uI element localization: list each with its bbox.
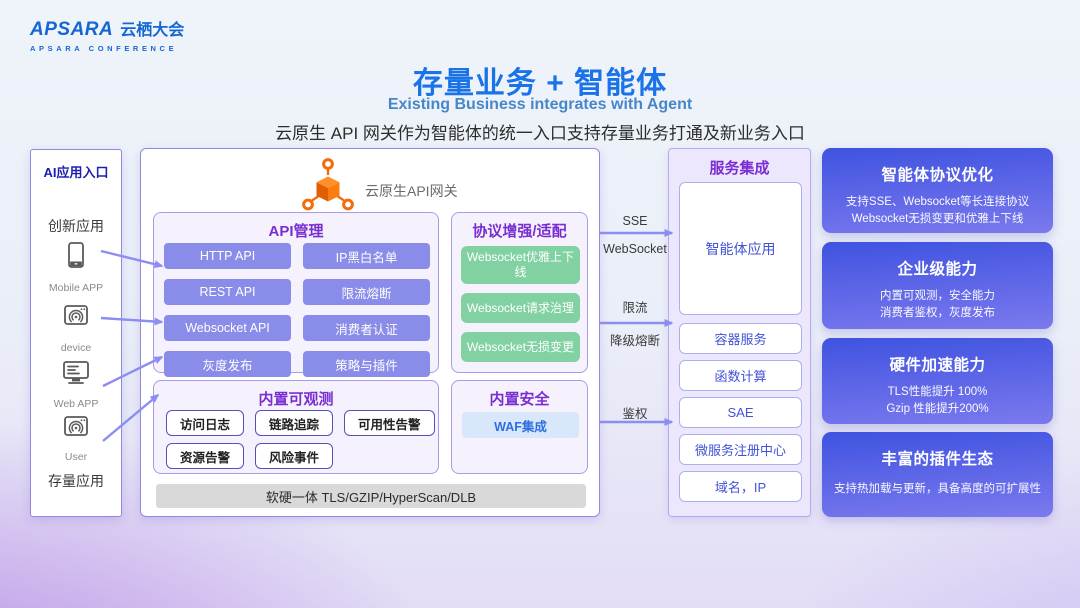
- service-integration-title: 服务集成: [709, 160, 770, 177]
- sidebar-title: AI应用入口: [43, 165, 109, 180]
- feature-card-enterprise: 企业级能力 内置可观测，安全能力 消费者鉴权，灰度发布: [822, 242, 1053, 329]
- flow-label-ratelimit: 限流: [622, 301, 648, 315]
- api-capability-chip: 策略与插件: [303, 351, 430, 377]
- service-card: SAE: [679, 397, 802, 428]
- user-device-icon: [62, 413, 90, 444]
- iot-device-icon: [62, 302, 90, 333]
- service-card: 域名，IP: [679, 471, 802, 502]
- feature-line: 内置可观测，安全能力: [880, 290, 995, 302]
- feature-card-hardware: 硬件加速能力 TLS性能提升 100% Gzip 性能提升200%: [822, 338, 1053, 424]
- mobile-phone-icon: [66, 241, 86, 274]
- sidebar-item-label: Mobile APP: [48, 282, 104, 294]
- feature-line: 消费者鉴权，灰度发布: [880, 307, 995, 319]
- api-management-title: API管理: [268, 223, 324, 240]
- observability-pill: 链路追踪: [255, 410, 334, 436]
- api-capability-chip: Websocket API: [164, 315, 291, 341]
- page-title: 存量业务 + 智能体: [412, 67, 668, 100]
- agent-application-card: 智能体应用: [679, 182, 802, 315]
- feature-title: 硬件加速能力: [889, 357, 986, 374]
- logo-brand-cn-text: 云栖大会: [120, 22, 185, 39]
- service-card: 函数计算: [679, 360, 802, 391]
- api-capability-chip: HTTP API: [164, 243, 291, 269]
- feature-title: 企业级能力: [897, 261, 978, 278]
- feature-line: Gzip 性能提升200%: [886, 403, 989, 415]
- observability-pill: 访问日志: [166, 410, 245, 436]
- app-entry-sidebar: AI应用入口 创新应用 Mobile APP device: [30, 149, 122, 517]
- feature-title: 智能体协议优化: [881, 167, 994, 184]
- protocol-capability-chip: Websocket请求治理: [461, 293, 580, 323]
- apsara-logo: APSARA 云栖大会 APSARA CONFERENCE: [30, 16, 184, 53]
- gateway-cube-icon: [299, 157, 357, 218]
- service-integration-panel: 服务集成 智能体应用 容器服务 函数计算 SAE 微服务注册中心 域名，IP: [668, 148, 811, 517]
- logo-subtitle-text: APSARA CONFERENCE: [30, 44, 178, 53]
- sidebar-item-label: Web APP: [53, 398, 99, 410]
- group-innovation-label: 创新应用: [48, 218, 104, 234]
- feature-line: 支持SSE、Websocket等长连接协议: [845, 196, 1030, 208]
- api-capability-chip: REST API: [164, 279, 291, 305]
- waf-integration-pill: WAF集成: [462, 412, 579, 438]
- protocol-enhancement-box: 协议增强/适配 Websocket优雅上下线 Websocket请求治理 Web…: [451, 212, 588, 373]
- service-card: 容器服务: [679, 323, 802, 354]
- group-legacy-label: 存量应用: [48, 473, 104, 489]
- feature-title: 丰富的插件生态: [881, 451, 994, 468]
- protocol-capability-chip: Websocket无损变更: [461, 332, 580, 362]
- flow-label-circuitbreak: 降级熔断: [609, 334, 660, 348]
- api-capability-chip: 消费者认证: [303, 315, 430, 341]
- feature-line: TLS性能提升 100%: [887, 386, 988, 398]
- logo-brand-text: APSARA: [30, 19, 114, 40]
- flow-label-auth: 鉴权: [622, 407, 648, 421]
- observability-title: 内置可观测: [258, 391, 334, 408]
- observability-box: 内置可观测 访问日志 链路追踪 可用性告警 资源告警 风险事件: [153, 380, 439, 474]
- flow-label-sse: SSE: [622, 214, 648, 228]
- flow-label-websocket: WebSocket: [603, 242, 667, 256]
- hardware-acceleration-bar: 软硬一体 TLS/GZIP/HyperScan/DLB: [156, 484, 586, 508]
- service-card: 微服务注册中心: [679, 434, 802, 465]
- page-description: 云原生 API 网关作为智能体的统一入口支持存量业务打通及新业务入口: [275, 124, 805, 143]
- feature-line: 支持热加载与更新，具备高度的可扩展性: [834, 483, 1041, 495]
- sidebar-item-label: User: [64, 451, 88, 463]
- page-subtitle: Existing Business integrates with Agent: [387, 96, 693, 113]
- api-capability-chip: IP黑白名单: [303, 243, 430, 269]
- observability-pill: 可用性告警: [344, 410, 435, 436]
- cloud-native-gateway-panel: 云原生API网关 API管理 HTTP API IP黑白名单 REST API …: [140, 148, 600, 517]
- api-management-box: API管理 HTTP API IP黑白名单 REST API 限流熔断 Webs…: [153, 212, 439, 377]
- feature-line: Websocket无损变更和优雅上下线: [851, 213, 1024, 225]
- protocol-title: 协议增强/适配: [472, 223, 567, 240]
- feature-card-plugins: 丰富的插件生态 支持热加载与更新，具备高度的可扩展性: [822, 432, 1053, 517]
- gateway-name: 云原生API网关: [365, 183, 458, 199]
- web-monitor-icon: [61, 359, 91, 391]
- observability-pill: 风险事件: [255, 443, 334, 469]
- security-title: 内置安全: [489, 391, 550, 408]
- api-capability-chip: 灰度发布: [164, 351, 291, 377]
- security-box: 内置安全 WAF集成: [451, 380, 588, 474]
- feature-card-agent-protocol: 智能体协议优化 支持SSE、Websocket等长连接协议 Websocket无…: [822, 148, 1053, 233]
- observability-pill: 资源告警: [166, 443, 245, 469]
- api-capability-chip: 限流熔断: [303, 279, 430, 305]
- protocol-capability-chip: Websocket优雅上下线: [461, 246, 580, 284]
- sidebar-item-label: device: [60, 342, 92, 354]
